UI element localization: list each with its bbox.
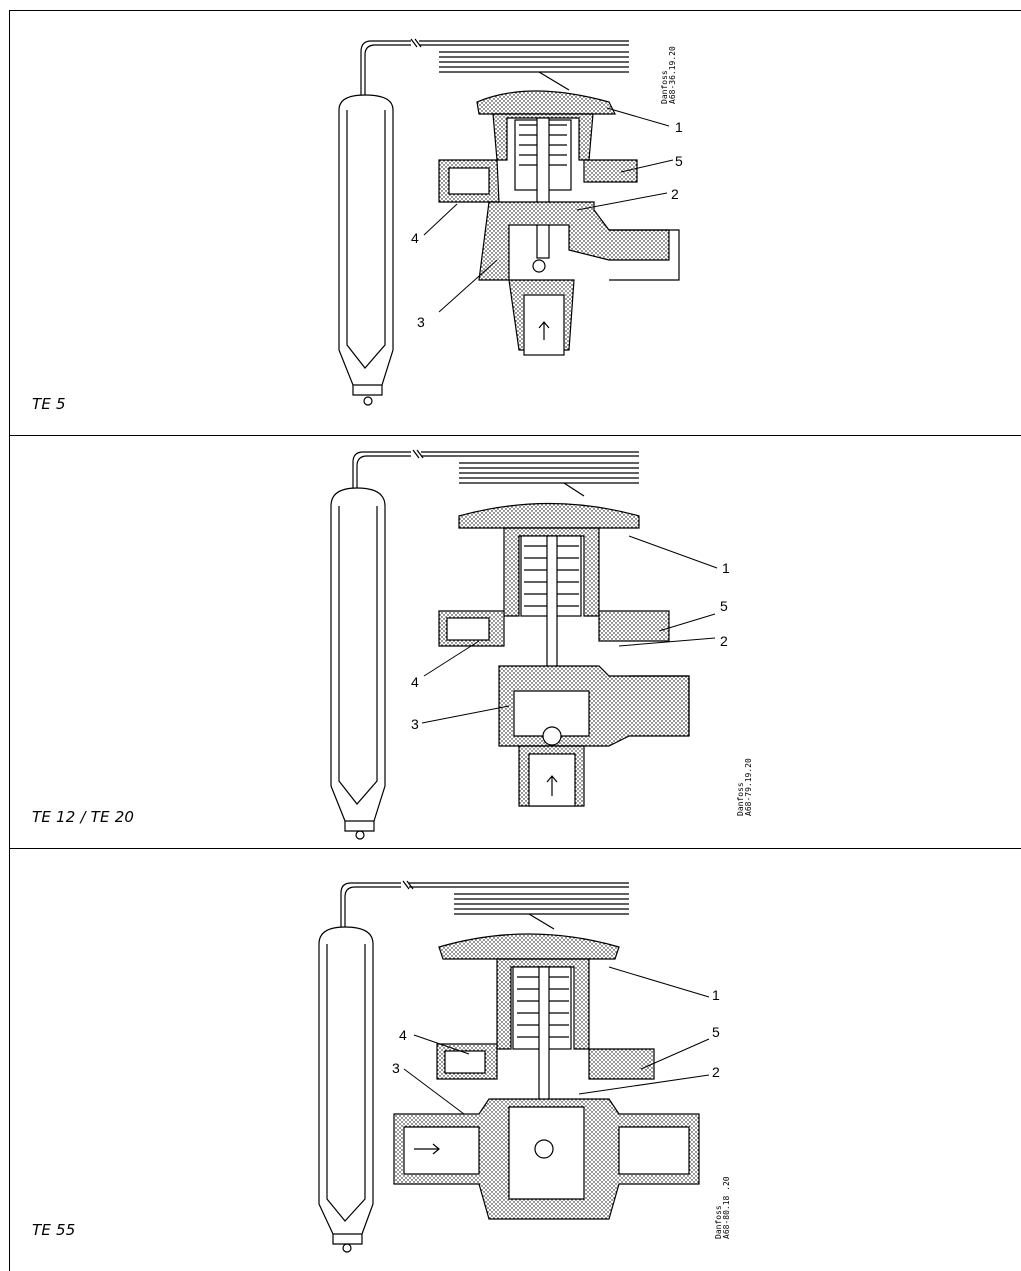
callout-3: 3 — [417, 314, 425, 330]
callout-1: 1 — [722, 560, 730, 576]
valve-body — [438, 502, 690, 807]
capillary-tube — [402, 880, 629, 930]
valve-drawing-te5: 1 5 2 4 3 Danfoss A68-36.19.20 — [338, 38, 683, 406]
callout-labels: 1 5 2 4 3 — [411, 119, 683, 330]
drawing-code: Danfoss A68-80.18 .20 — [714, 1176, 731, 1239]
caption-te55: TE 55 — [32, 1221, 76, 1239]
callout-labels: 1 5 2 4 3 — [411, 560, 730, 732]
callout-4: 4 — [399, 1027, 407, 1043]
panel-te5: 1 5 2 4 3 Danfoss A68-36.19.20 TE 5 — [9, 10, 1021, 436]
svg-text:A68-36.19.20: A68-36.19.20 — [668, 46, 677, 104]
valve-body — [438, 90, 680, 356]
valve-drawing-te55: 1 5 4 2 3 Danfoss A68-80.18 .20 — [318, 880, 731, 1253]
callout-2: 2 — [712, 1064, 720, 1080]
drawing-code: Danfoss A68-79.19.20 — [736, 758, 753, 816]
svg-text:A68-79.19.20: A68-79.19.20 — [744, 758, 753, 816]
svg-text:Danfoss: Danfoss — [660, 70, 669, 104]
valve-body — [393, 933, 700, 1220]
callout-3: 3 — [392, 1060, 400, 1076]
callout-labels: 1 5 4 2 3 — [392, 987, 720, 1080]
callout-leaders — [403, 966, 710, 1115]
callout-2: 2 — [671, 186, 679, 202]
callout-5: 5 — [720, 598, 728, 614]
callout-2: 2 — [720, 633, 728, 649]
drawing-code: Danfoss A68-36.19.20 — [660, 46, 677, 104]
callout-5: 5 — [712, 1024, 720, 1040]
panel-te12-te20: 1 5 2 4 3 Danfoss A68-79.19.20 TE 12 / T… — [9, 436, 1021, 849]
callout-5: 5 — [675, 153, 683, 169]
callout-1: 1 — [712, 987, 720, 1003]
caption-te5: TE 5 — [32, 395, 66, 413]
sensing-bulb — [318, 882, 401, 1253]
figure-frame — [9, 10, 1021, 1271]
sensing-bulb — [338, 40, 411, 406]
svg-text:Danfoss: Danfoss — [736, 782, 745, 816]
callout-leaders — [421, 535, 718, 724]
caption-te12-te20: TE 12 / TE 20 — [32, 808, 135, 826]
svg-text:A68-80.18 .20: A68-80.18 .20 — [722, 1176, 731, 1239]
callout-4: 4 — [411, 674, 419, 690]
panel-te55: 1 5 4 2 3 Danfoss A68-80.18 .20 TE 55 — [9, 849, 1021, 1271]
callout-3: 3 — [411, 716, 419, 732]
callout-4: 4 — [411, 230, 419, 246]
svg-text:Danfoss: Danfoss — [714, 1205, 723, 1239]
capillary-tube — [412, 449, 639, 497]
callout-1: 1 — [675, 119, 683, 135]
capillary-tube — [410, 38, 629, 91]
sensing-bulb — [330, 451, 411, 840]
callout-leaders — [423, 107, 674, 313]
valve-drawing-te12-te20: 1 5 2 4 3 Danfoss A68-79.19.20 — [330, 449, 753, 840]
